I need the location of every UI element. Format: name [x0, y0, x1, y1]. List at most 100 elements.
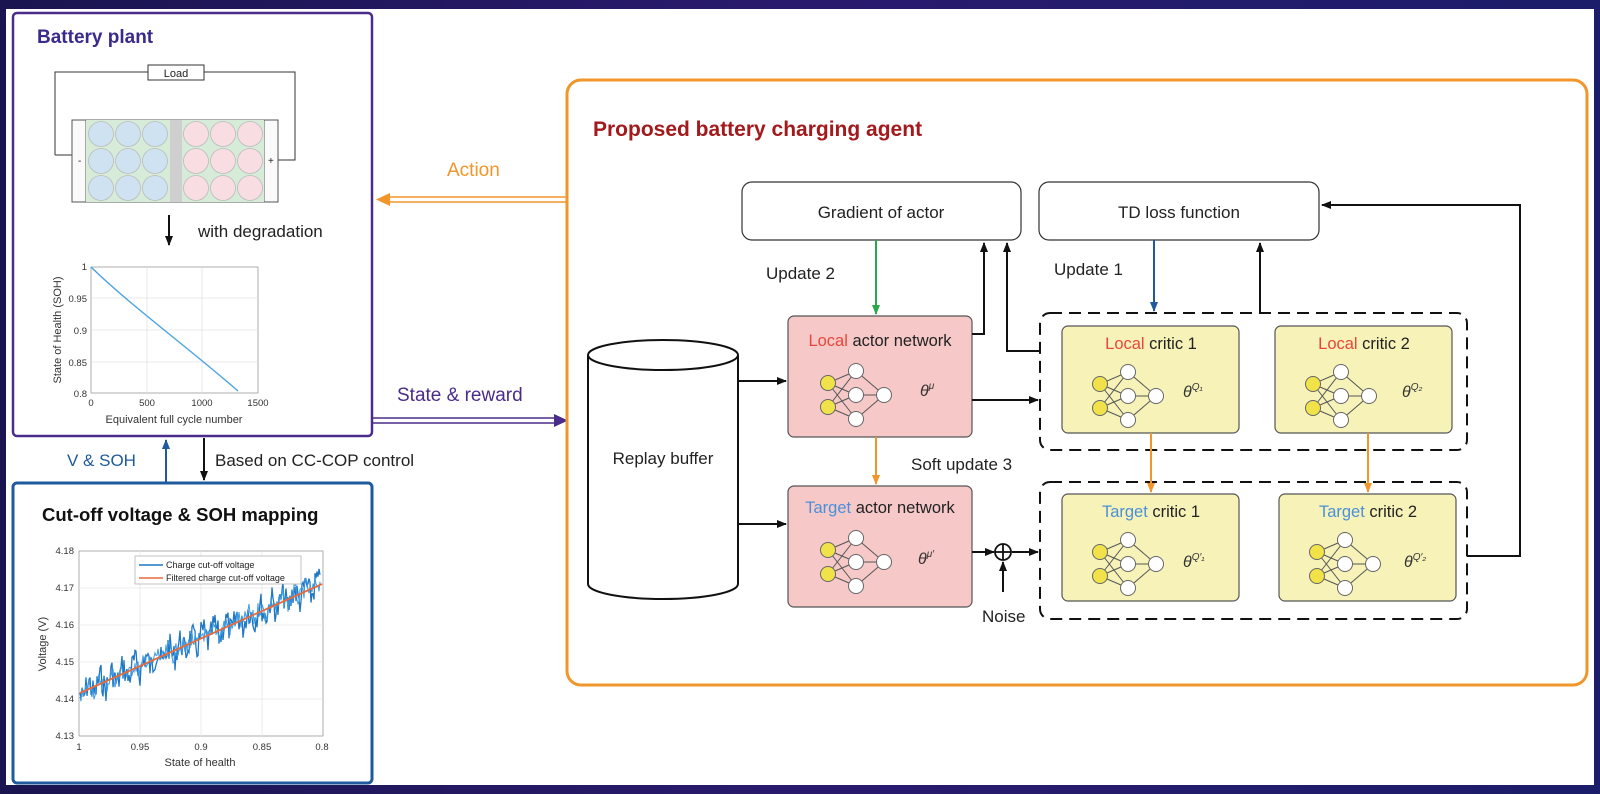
noise-sum-junction — [994, 543, 1012, 561]
update-2-label: Update 2 — [766, 264, 835, 283]
neuron-node — [1361, 388, 1377, 404]
neuron-node — [848, 411, 864, 427]
critic2-suffix: critic 2 — [1365, 503, 1417, 521]
cutoff-legend — [134, 555, 302, 585]
battery-cell — [142, 121, 168, 147]
cutoff-xtick: 0.85 — [253, 742, 272, 753]
critic1-suffix: critic 1 — [1145, 335, 1197, 353]
theta-target-actor: θ — [918, 551, 927, 568]
local-word: Local — [808, 332, 847, 350]
v-soh-label: V & SOH — [67, 451, 136, 470]
theta-q2: θ — [1402, 384, 1411, 401]
legend-charge-cutoff: Charge cut-off voltage — [166, 560, 254, 570]
gradient-of-actor-label: Gradient of actor — [818, 203, 945, 222]
soh-xtick: 0 — [88, 398, 93, 409]
svg-text:Local actor network: Local actor network — [808, 332, 952, 350]
neuron-node — [1120, 556, 1136, 572]
local-critic-2: Local critic 2 θQ₂ — [1274, 325, 1453, 434]
critic2-suffix: critic 2 — [1358, 335, 1410, 353]
soh-xlabel: Equivalent full cycle number — [106, 414, 243, 426]
neuron-node — [1092, 376, 1108, 392]
neuron-node — [1092, 568, 1108, 584]
local-critics-group — [1039, 312, 1468, 451]
soh-xtick: 500 — [139, 398, 155, 409]
neural-network-icon — [820, 530, 892, 594]
cutoff-ytick: 4.17 — [56, 583, 75, 594]
cutoff-ytick: 4.16 — [56, 620, 75, 631]
neural-network-icon — [1092, 532, 1164, 596]
neuron-node — [820, 375, 836, 391]
neuron-node — [848, 363, 864, 379]
neuron-node — [1365, 556, 1381, 572]
battery-pack-illustration: Load - + — [54, 64, 296, 203]
cutoff-ytick: 4.15 — [56, 657, 75, 668]
svg-text:θμ′: θμ′ — [918, 549, 935, 568]
cutoff-plot: Charge cut-off voltage Filtered charge c… — [37, 546, 329, 769]
neuron-node — [1305, 400, 1321, 416]
svg-text:θQ₂: θQ₂ — [1402, 382, 1422, 401]
neuron-node — [1309, 568, 1325, 584]
cutoff-xlabel: State of health — [165, 757, 236, 769]
agent-title: Proposed battery charging agent — [593, 118, 922, 141]
local-word: Local — [1105, 335, 1144, 353]
neuron-node — [1120, 388, 1136, 404]
cutoff-ytick: 4.14 — [56, 694, 75, 705]
battery-cell — [115, 175, 141, 201]
cc-cop-label: Based on CC-COP control — [215, 451, 414, 470]
soh-ytick: 0.9 — [74, 326, 87, 337]
neuron-node — [1148, 388, 1164, 404]
battery-cell — [183, 148, 209, 174]
soh-xtick: 1000 — [191, 398, 212, 409]
neuron-node — [1337, 532, 1353, 548]
cutoff-ytick: 4.18 — [56, 546, 75, 557]
action-arrow — [376, 193, 567, 206]
charge-cutoff-voltage-series — [79, 576, 321, 702]
neuron-node — [820, 399, 836, 415]
target-word: Target — [1319, 503, 1365, 521]
critic1-suffix: critic 1 — [1148, 503, 1200, 521]
soh-ytick: 1 — [82, 262, 87, 273]
neuron-node — [1333, 412, 1349, 428]
replay-buffer: Replay buffer — [587, 339, 739, 600]
neural-network-icon — [1305, 364, 1377, 428]
battery-cell — [88, 175, 114, 201]
neuron-node — [1120, 412, 1136, 428]
target-actor-network: Target actor network θμ′ — [787, 485, 973, 608]
filtered-cutoff-voltage-series — [79, 583, 323, 694]
battery-cell — [237, 175, 263, 201]
neuron-node — [1305, 376, 1321, 392]
soft-update-label: Soft update 3 — [911, 455, 1012, 474]
battery-cell — [210, 175, 236, 201]
battery-cell — [183, 175, 209, 201]
neuron-node — [1092, 400, 1108, 416]
svg-text:θQ′₁: θQ′₁ — [1183, 552, 1205, 571]
target-critics-group — [1039, 481, 1468, 620]
agent-arrows — [739, 201, 1521, 592]
target-word: Target — [1102, 503, 1148, 521]
battery-cell — [88, 121, 114, 147]
cutoff-xtick: 1 — [76, 742, 81, 753]
neuron-node — [848, 530, 864, 546]
neuron-node — [1333, 388, 1349, 404]
neuron-node — [848, 387, 864, 403]
theta-target-actor-sup: μ′ — [926, 549, 935, 560]
state-reward-label: State & reward — [397, 385, 523, 406]
soh-plot: 1 0.95 0.9 0.85 0.8 0 500 1000 1500 Equi… — [52, 262, 269, 426]
battery-cell — [88, 148, 114, 174]
neural-network-icon — [1092, 364, 1164, 428]
theta-q1-sup: Q₁ — [1192, 382, 1203, 393]
svg-text:Local critic 2: Local critic 2 — [1318, 335, 1410, 353]
state-reward-arrow — [372, 414, 568, 427]
td-loss-box — [1038, 181, 1320, 241]
theta-local-actor: θ — [920, 383, 929, 400]
battery-cell — [237, 121, 263, 147]
neuron-node — [848, 554, 864, 570]
local-word: Local — [1318, 335, 1357, 353]
noise-label: Noise — [982, 607, 1025, 626]
battery-cell — [210, 121, 236, 147]
neuron-node — [1309, 544, 1325, 560]
neuron-node — [1120, 532, 1136, 548]
cutoff-ytick: 4.13 — [56, 731, 75, 742]
cutoff-ylabel: Voltage (V) — [37, 617, 49, 671]
